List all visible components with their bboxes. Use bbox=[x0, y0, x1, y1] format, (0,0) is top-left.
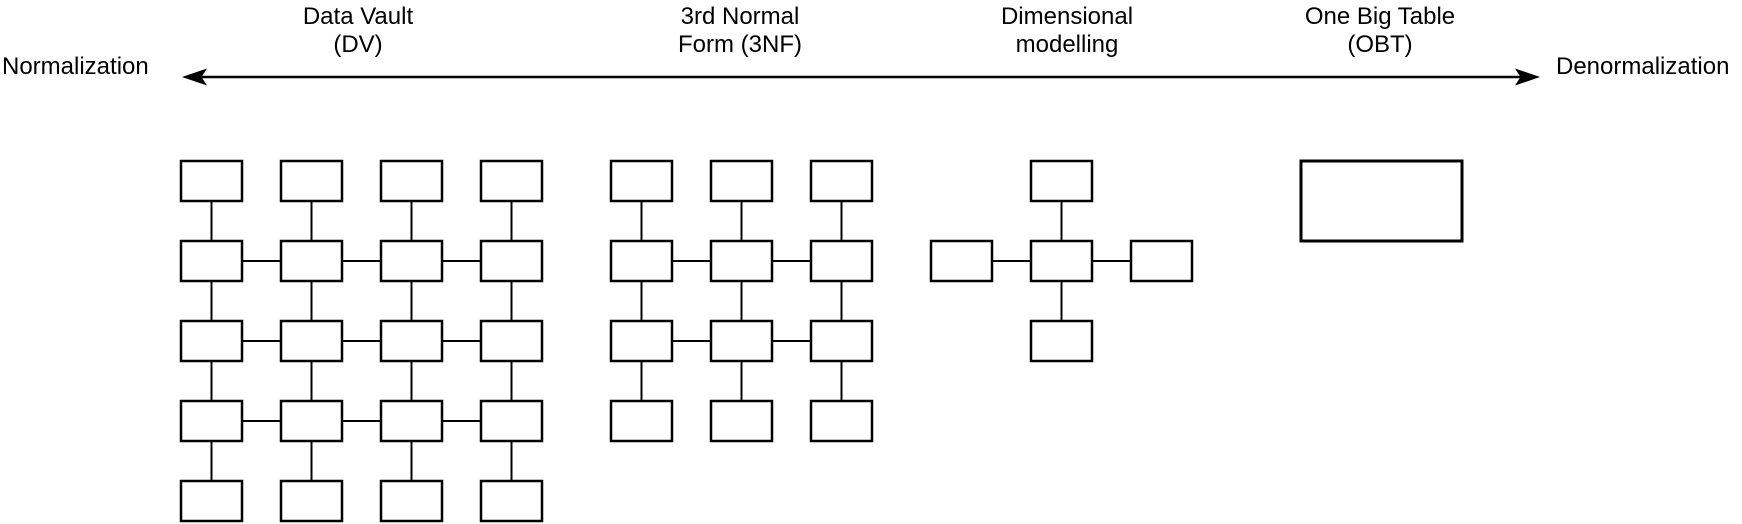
obt-schema bbox=[1299, 159, 1464, 243]
third-normal-form-title-line1: 3rd Normal bbox=[680, 3, 800, 30]
schema-box bbox=[479, 159, 544, 203]
schema-box bbox=[709, 159, 774, 203]
schema-box bbox=[379, 399, 444, 443]
schema-box bbox=[809, 319, 874, 363]
schema-box bbox=[1129, 239, 1194, 283]
dimensional-modelling-title-line2: modelling bbox=[1015, 31, 1119, 58]
data-vault-title: Data Vault (DV) bbox=[258, 3, 458, 59]
schema-box bbox=[179, 239, 244, 283]
schema-box bbox=[609, 399, 674, 443]
schema-box bbox=[709, 239, 774, 283]
schema-box bbox=[179, 319, 244, 363]
schema-box bbox=[279, 319, 344, 363]
one-big-table-title: One Big Table (OBT) bbox=[1280, 3, 1480, 59]
data-vault-title-line1: Data Vault bbox=[302, 3, 414, 30]
third-normal-form-title-line2: Form (3NF) bbox=[678, 31, 802, 58]
normalization-label: Normalization bbox=[2, 53, 149, 80]
schema-box bbox=[379, 319, 444, 363]
schema-box bbox=[379, 239, 444, 283]
one-big-table-title-line1: One Big Table bbox=[1304, 3, 1456, 30]
schema-box bbox=[279, 399, 344, 443]
3nf-schema bbox=[609, 159, 874, 443]
schema-box bbox=[179, 399, 244, 443]
denormalization-label: Denormalization bbox=[1556, 53, 1730, 80]
schema-box bbox=[479, 319, 544, 363]
schema-box bbox=[709, 399, 774, 443]
data-vault-schema bbox=[179, 159, 544, 523]
dimensional-schema bbox=[929, 159, 1194, 363]
arrow-right-head-icon bbox=[1515, 68, 1540, 86]
schema-box bbox=[929, 239, 994, 283]
dimensional-modelling-title: Dimensional modelling bbox=[967, 3, 1167, 59]
schema-box bbox=[609, 159, 674, 203]
schema-box bbox=[1029, 319, 1094, 363]
schema-box bbox=[279, 159, 344, 203]
schema-box bbox=[809, 399, 874, 443]
schema-box bbox=[709, 319, 774, 363]
schema-box bbox=[479, 479, 544, 523]
schema-box bbox=[279, 239, 344, 283]
schema-box bbox=[479, 239, 544, 283]
data-vault-title-line2: (DV) bbox=[333, 31, 383, 58]
schema-box bbox=[809, 159, 874, 203]
schema-box bbox=[809, 239, 874, 283]
schema-box bbox=[179, 159, 244, 203]
one-big-table-title-line2: (OBT) bbox=[1347, 31, 1413, 58]
arrow-left-head-icon bbox=[182, 68, 207, 86]
schema-box bbox=[1029, 239, 1094, 283]
schema-box bbox=[1299, 159, 1464, 243]
schema-box bbox=[379, 479, 444, 523]
schema-box bbox=[1029, 159, 1094, 203]
spectrum-arrow bbox=[182, 68, 1540, 86]
schema-box bbox=[609, 239, 674, 283]
dimensional-modelling-title-line1: Dimensional bbox=[1000, 3, 1134, 30]
schema-box bbox=[609, 319, 674, 363]
schema-box bbox=[379, 159, 444, 203]
schema-box bbox=[279, 479, 344, 523]
schema-box bbox=[479, 399, 544, 443]
third-normal-form-title: 3rd Normal Form (3NF) bbox=[640, 3, 840, 59]
schema-box bbox=[179, 479, 244, 523]
